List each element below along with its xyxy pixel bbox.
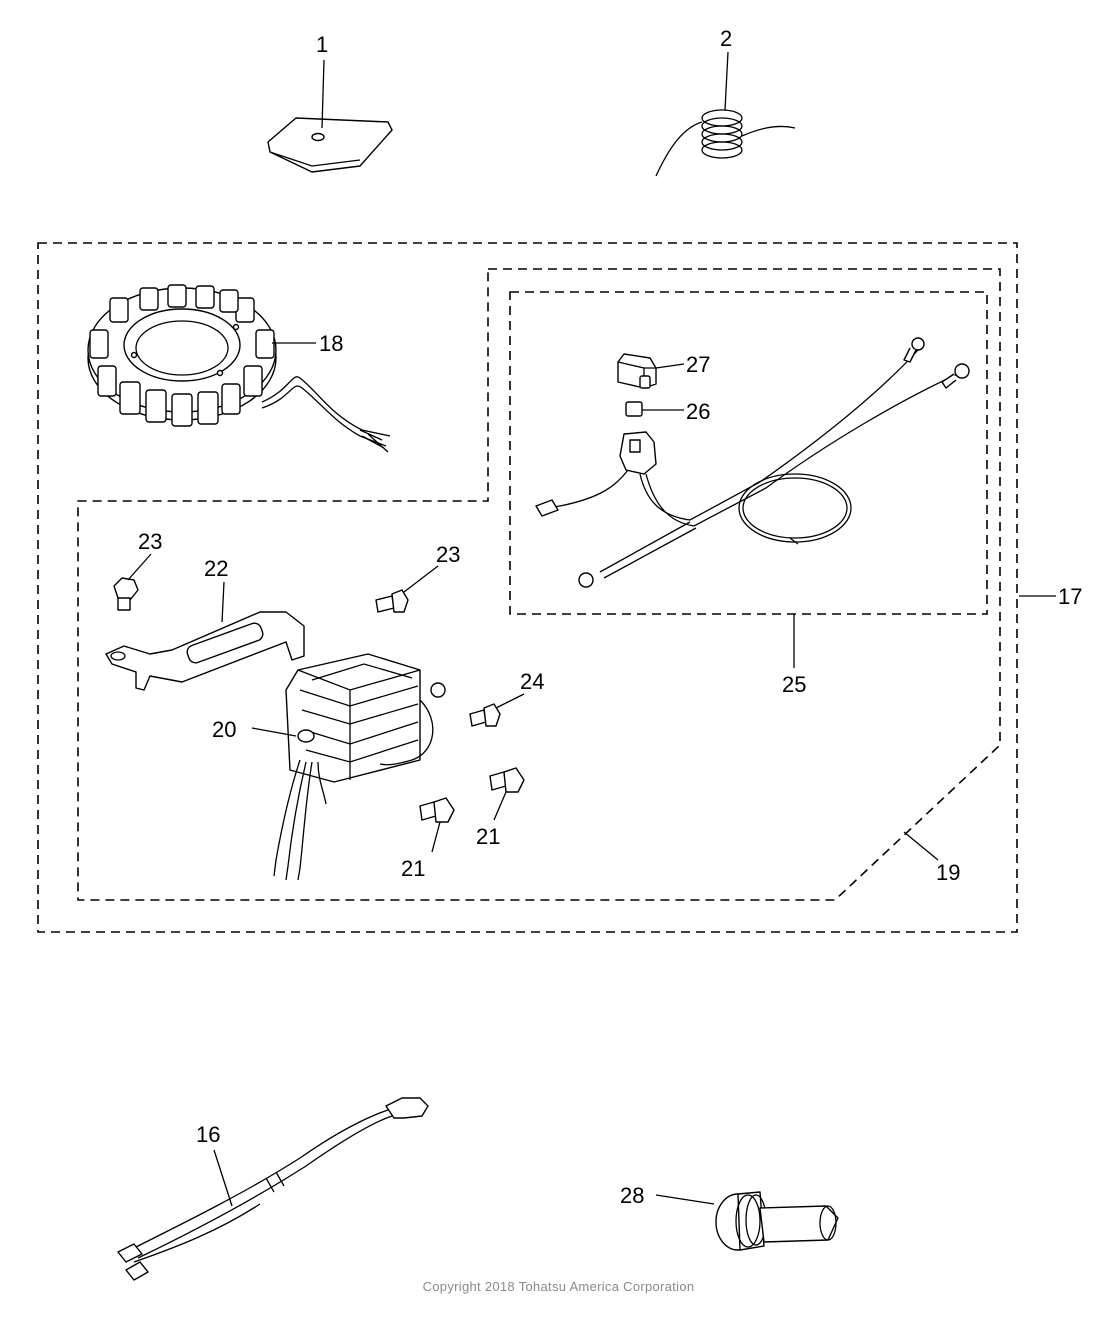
- copyright-text: Copyright 2018 Tohatsu America Corporati…: [422, 1279, 695, 1294]
- part-23-screw-right: [375, 565, 439, 613]
- part-21-bolt-a: [419, 797, 455, 853]
- part-2-coil: [655, 51, 796, 177]
- label-2: 2: [720, 26, 732, 51]
- label-24: 24: [520, 669, 544, 694]
- part-25-harness: [535, 337, 970, 668]
- group-box-17: [37, 242, 1018, 933]
- part-23-bolt-left: [113, 553, 152, 611]
- part-18-stator: [87, 284, 391, 453]
- group-box-19: [77, 268, 1001, 901]
- part-27-relay: [617, 353, 685, 389]
- label-19: 19: [936, 860, 960, 885]
- label-27: 27: [686, 352, 710, 377]
- label-21b: 21: [476, 824, 500, 849]
- label-16: 16: [196, 1122, 220, 1147]
- label-25: 25: [782, 672, 806, 697]
- part-22-bracket: [105, 581, 305, 691]
- part-20-regulator: [251, 653, 446, 881]
- label-22: 22: [204, 556, 228, 581]
- part-16-cable: [117, 1097, 429, 1281]
- part-26-fuse: [625, 401, 684, 417]
- label-18: 18: [319, 331, 343, 356]
- label-17: 17: [1058, 584, 1082, 609]
- label-21a: 21: [401, 856, 425, 881]
- label-28: 28: [620, 1183, 644, 1208]
- group-box-25: [509, 291, 988, 615]
- label-23-right: 23: [436, 542, 460, 567]
- leader-19: [903, 831, 939, 861]
- part-1-pad: [267, 59, 393, 173]
- part-21-bolt-b: [489, 767, 525, 821]
- label-20: 20: [212, 717, 236, 742]
- part-28-fitting: [655, 1191, 839, 1251]
- part-24-bolt: [469, 693, 525, 727]
- label-23-left: 23: [138, 529, 162, 554]
- label-1: 1: [316, 32, 328, 57]
- label-26: 26: [686, 399, 710, 424]
